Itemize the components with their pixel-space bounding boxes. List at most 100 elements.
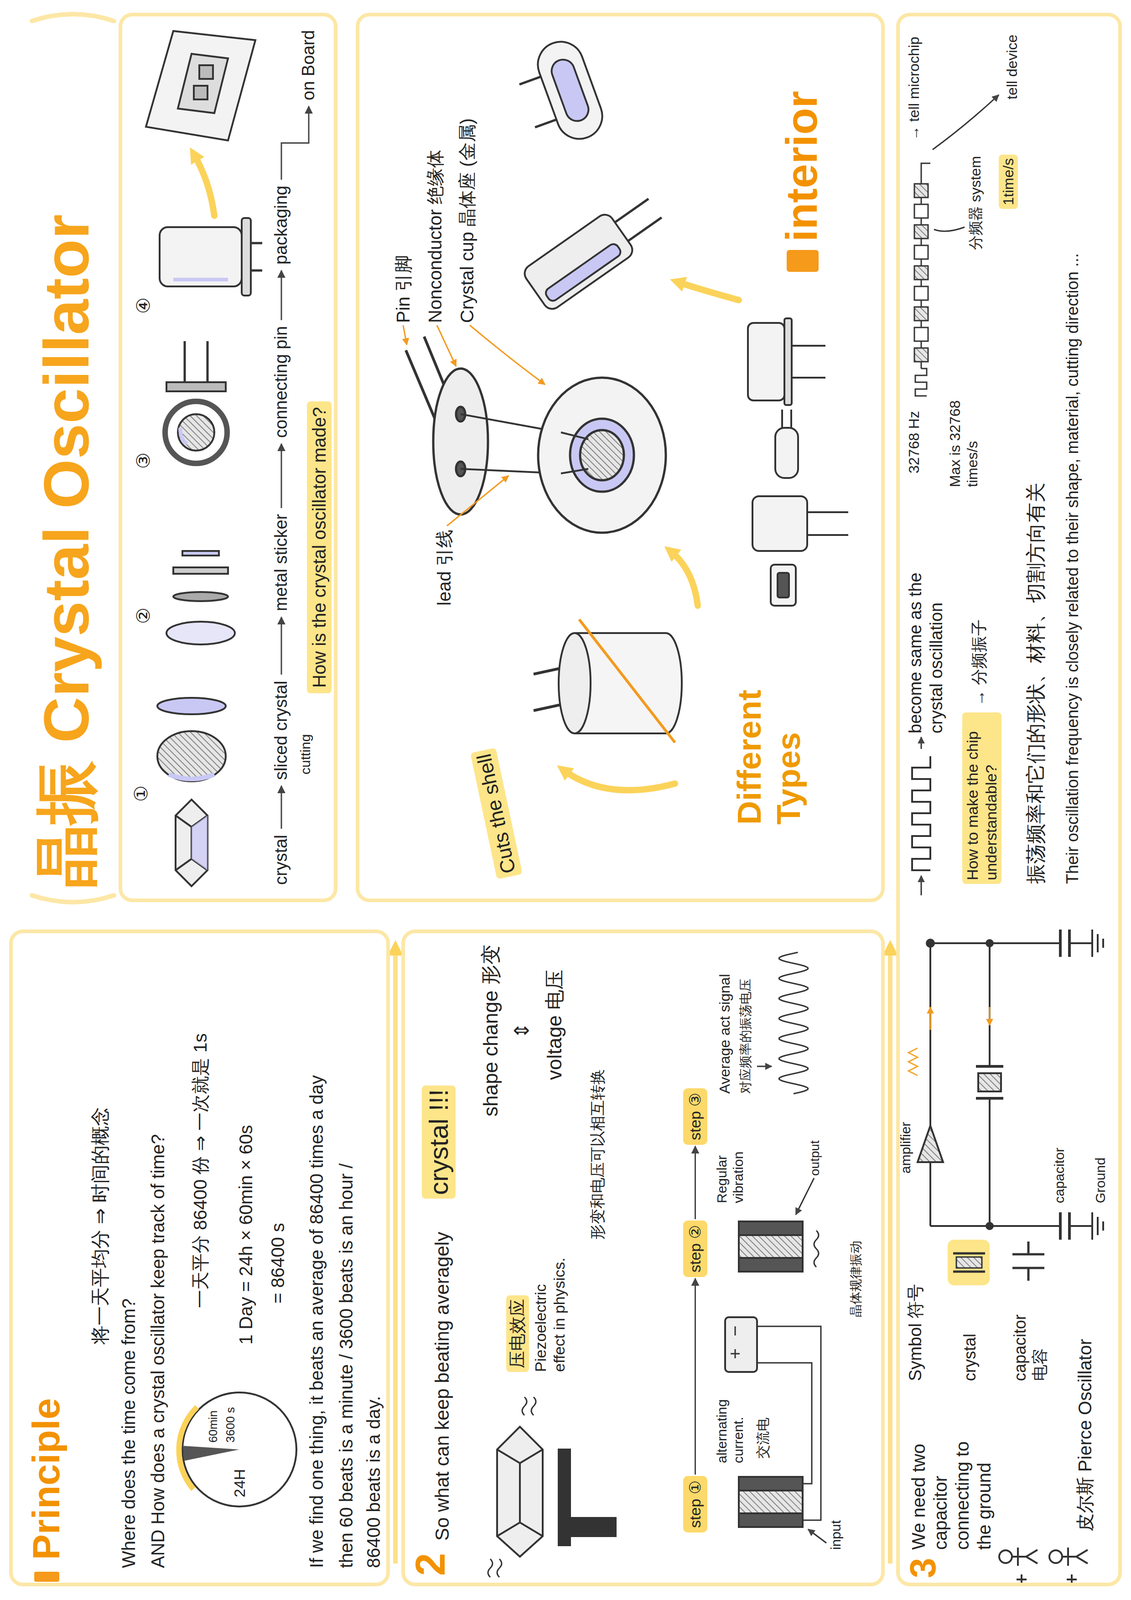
crystal-symbol xyxy=(956,1256,982,1268)
leader-line xyxy=(446,475,509,526)
divider-chain xyxy=(914,347,929,362)
annotation-text: Cuts the shell xyxy=(470,747,523,880)
sliced-crystal-drawing xyxy=(157,697,226,715)
crystal-drawing xyxy=(487,1396,536,1578)
leader-line xyxy=(469,325,545,385)
divider-chain xyxy=(914,306,929,321)
leader-line xyxy=(403,325,407,345)
process-step: packaging xyxy=(268,181,295,270)
pierce-circuit xyxy=(930,1224,1093,1227)
annotation-text: 晶体规律振动 xyxy=(848,1240,864,1318)
tilted-oscillator-drawing xyxy=(521,187,670,313)
oscillator-types-drawing xyxy=(770,564,796,606)
step-two-drawing xyxy=(814,1230,819,1267)
metal-sticker-drawing xyxy=(166,621,235,645)
leader-line xyxy=(436,325,457,367)
step-one-drawing xyxy=(808,1529,827,1543)
annotation-text: Different Types xyxy=(729,632,809,825)
cut-shell-drawing xyxy=(579,619,675,743)
mounted-crystal-drawing xyxy=(180,427,187,444)
circuit-board-drawing xyxy=(177,53,229,114)
stick-figure xyxy=(999,1547,1088,1585)
clock-drawing xyxy=(182,1392,297,1507)
divider-chain xyxy=(914,286,929,301)
pierce-circuit xyxy=(1092,1212,1104,1240)
step-one-drawing xyxy=(738,1476,803,1491)
pierce-circuit xyxy=(978,1073,1002,1092)
tilted-oscillator-drawing xyxy=(614,198,662,242)
crystal-symbol xyxy=(953,1253,986,1272)
annotation-text: 形变和电压可以相互转换 xyxy=(588,1068,608,1240)
annotation-text: Their oscillation frequency is closely r… xyxy=(1062,253,1083,884)
divider-chain xyxy=(914,163,931,396)
annotation-text: AND How does a crystal oscillator keep t… xyxy=(146,1134,169,1568)
callout-number: 2 xyxy=(407,1552,455,1576)
sliced-crystal-drawing xyxy=(157,731,226,782)
annotation-text: 皮尔斯 Pierce Oscillator xyxy=(1073,1338,1096,1532)
packaged-crystal-drawing xyxy=(159,217,263,296)
annotation-text: alternating current. xyxy=(713,1376,747,1464)
clock-drawing xyxy=(178,1392,297,1507)
flow-connector xyxy=(694,1278,696,1475)
annotation-text: If we find one thing, it beats an averag… xyxy=(305,1074,328,1568)
annotation-text: ③ xyxy=(132,452,155,469)
annotation-text: 86400 beats is a day. xyxy=(362,1395,385,1568)
step-box: step ③ xyxy=(683,1088,708,1145)
flow-connector xyxy=(281,106,309,180)
annotation-text: lead 引线 xyxy=(433,529,456,606)
annotation-text: 32768 Hz xyxy=(905,410,923,474)
sliced-crystal-drawing xyxy=(157,697,226,782)
annotation-text: then 60 beats is a minute / 3600 beats i… xyxy=(335,1163,358,1568)
annotation-text: Max is 32768 times/s xyxy=(946,368,982,488)
mounted-crystal-drawing xyxy=(166,382,226,392)
step-box: step ② xyxy=(683,1220,708,1277)
raw-crystal-drawing xyxy=(175,799,208,887)
annotation-text: ② xyxy=(132,607,155,624)
signal-arrow xyxy=(757,1065,772,1068)
annotation-text: input xyxy=(827,1520,845,1550)
stick-figure xyxy=(1062,1547,1088,1566)
oscillator-types-drawing xyxy=(747,318,849,606)
packaged-crystal-drawing xyxy=(159,227,242,287)
step-box: step ① xyxy=(683,1475,708,1533)
flow-connector xyxy=(280,443,283,509)
mounted-crystal-drawing xyxy=(165,401,228,464)
annotation-text: 分频器 system xyxy=(966,155,985,250)
oscillator-types-drawing xyxy=(747,322,785,401)
step-text: step ② xyxy=(685,1224,705,1273)
clock-drawing xyxy=(182,1445,240,1461)
circuit-board-drawing xyxy=(145,31,256,141)
oscillator-types-drawing xyxy=(807,512,849,535)
flow-connector xyxy=(280,785,283,829)
capacitor-symbol xyxy=(1012,1241,1045,1281)
oscillator-types-drawing xyxy=(752,496,808,551)
title-bracket xyxy=(31,895,115,903)
heading-bar xyxy=(34,249,819,1582)
crystal-drawing xyxy=(558,1449,616,1546)
title-bracket xyxy=(31,14,115,21)
crystal-drawing xyxy=(497,1449,543,1536)
process-step-text: on Board xyxy=(298,30,320,101)
flow-connector xyxy=(280,617,283,675)
divider-chain xyxy=(915,368,927,396)
crystal-symbol xyxy=(947,1239,990,1286)
metal-sticker-drawing xyxy=(173,591,229,602)
exploded-oscillator-drawing xyxy=(580,430,624,481)
annotation-text: 24H xyxy=(230,1468,250,1498)
pierce-circuit xyxy=(1092,929,1104,957)
annotation-text: We need two capacitor connecting to the … xyxy=(907,1426,996,1550)
metal-sticker-drawing xyxy=(166,550,235,645)
annotation-text: → tell microchip xyxy=(905,36,923,141)
metal-sticker-drawing xyxy=(182,550,219,556)
top-view-oscillator-drawing xyxy=(548,56,592,125)
crystal-drawing xyxy=(497,1426,543,1557)
progress-arrow xyxy=(563,769,675,791)
annotation-text: Regular vibration xyxy=(713,1125,747,1204)
divider-chain xyxy=(914,327,929,342)
oscillator-types-drawing xyxy=(784,318,792,405)
oscillator-types-drawing xyxy=(782,409,792,428)
process-step-text: metal sticker xyxy=(270,513,292,612)
raw-crystal-drawing xyxy=(175,799,208,887)
metal-sticker-drawing xyxy=(173,567,229,574)
